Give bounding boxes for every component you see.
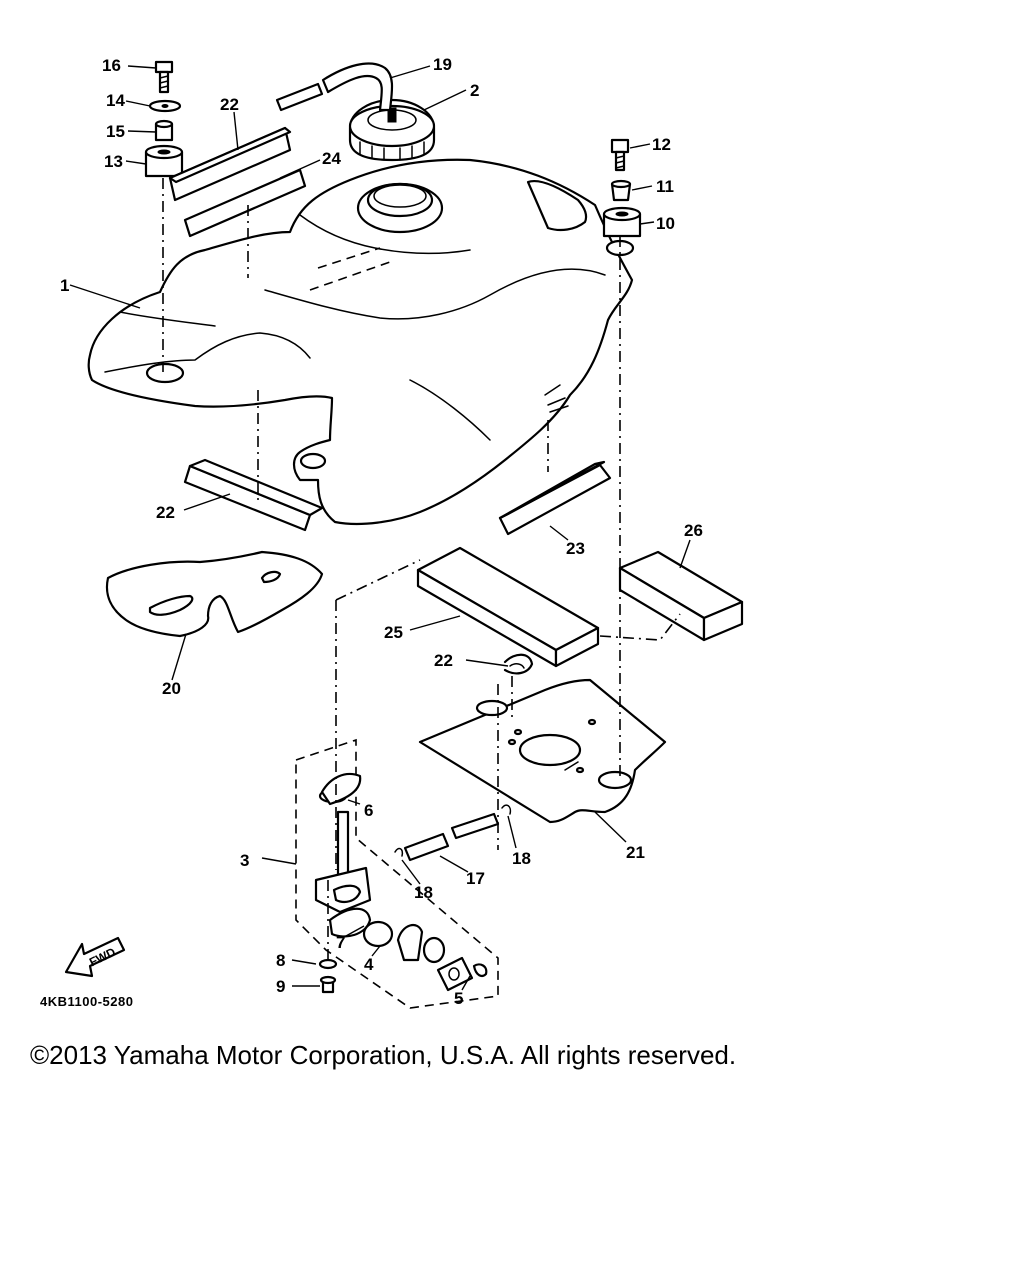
plate-20 [418,678,667,824]
callout-labels: 16 14 15 13 22 24 19 2 12 11 10 1 22 23 … [60,55,703,1008]
callout-6: 6 [364,801,373,820]
diagram-code: 4KB1100-5280 [40,994,133,1009]
callout-16: 16 [102,56,121,75]
callout-22-left: 22 [156,503,175,522]
callout-14: 14 [106,91,125,110]
breather-hose [275,62,394,112]
callout-23: 22 [434,651,453,670]
callout-1: 1 [60,276,69,295]
callout-7: 7 [336,933,345,952]
callout-24: 24 [322,149,341,168]
callout-10: 10 [656,214,675,233]
callout-4: 4 [364,955,374,974]
callout-11: 11 [656,177,674,196]
copyright-notice: ©2013 Yamaha Motor Corporation, U.S.A. A… [30,1040,737,1070]
callout-21: 20 [162,679,181,698]
callout-20: 21 [626,843,645,862]
callout-2: 2 [470,81,479,100]
callout-9: 9 [276,977,285,996]
callout-13: 13 [104,152,123,171]
callout-12: 12 [652,135,671,154]
callout-22-top: 22 [220,95,239,114]
pad-block-26 [618,550,744,642]
callout-25: 25 [384,623,403,642]
callout-18-left: 18 [414,883,433,902]
pad-block-25 [416,546,600,668]
callout-18-right: 18 [512,849,531,868]
leader-lines [69,65,691,991]
callout-17: 17 [466,869,485,888]
plate-21 [105,550,324,638]
callout-22-right: 23 [566,539,585,558]
fuel-cap [348,98,436,162]
right-mount-hardware [602,138,642,238]
left-mount-hardware [144,60,184,178]
clip-23 [503,653,534,675]
forward-arrow-icon: FWD [64,936,126,978]
fuel-tank [87,158,635,526]
fuel-tank-exploded-diagram: FWD [40,55,744,1009]
pad-strips [168,126,612,536]
assembly-centre-lines [162,178,681,962]
callout-26: 26 [684,521,703,540]
fuel-hose-17 [394,804,512,862]
fuel-cock-assembly [295,738,499,1009]
callout-15: 15 [106,122,125,141]
callout-19: 19 [433,55,452,74]
callout-3: 3 [240,851,249,870]
callout-5: 5 [454,989,463,1008]
callout-8: 8 [276,951,285,970]
